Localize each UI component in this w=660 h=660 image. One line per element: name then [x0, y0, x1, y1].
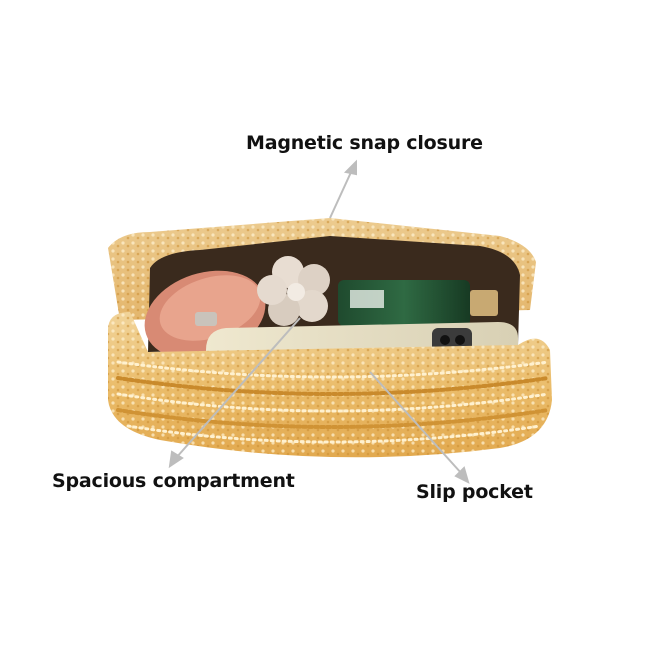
- flower-clip: [257, 256, 330, 326]
- green-bottle: [338, 280, 498, 326]
- callout-spacious-compartment: Spacious compartment: [52, 470, 295, 492]
- callout-slip-pocket: Slip pocket: [416, 481, 533, 503]
- bead-rows: [116, 360, 550, 444]
- callout-magnetic-snap-closure: Magnetic snap closure: [246, 132, 483, 154]
- callout-arrows: [168, 159, 470, 484]
